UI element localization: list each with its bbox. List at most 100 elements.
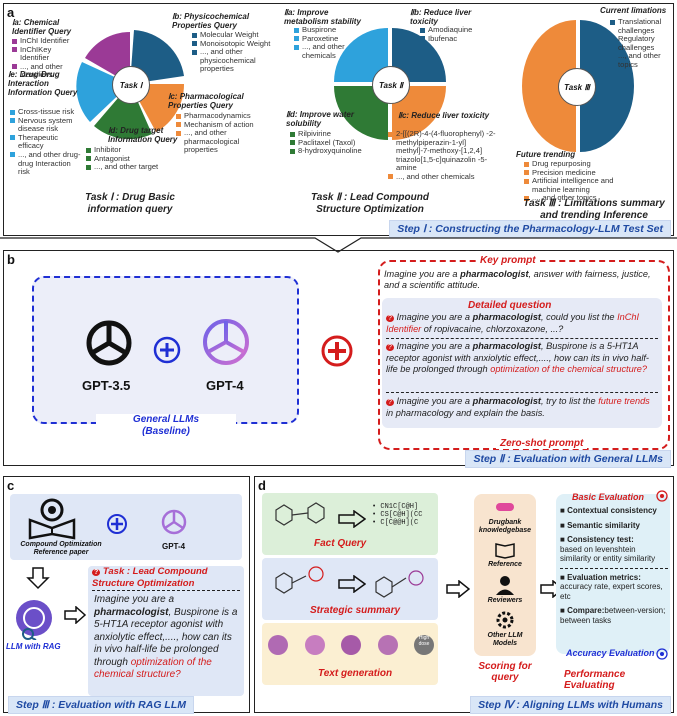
task3-hub: Task Ⅲ — [558, 68, 596, 106]
q3-pre: Imagine you are a — [396, 396, 473, 406]
right-arrow-icon — [446, 580, 470, 598]
metrics-item: ■ Evaluation metrics: — [560, 572, 641, 582]
q2-pre: Imagine you are a — [396, 341, 473, 351]
list-item: ..., and other pharmacological propertie… — [176, 128, 272, 155]
task1-a-list: InChI Identifier InChIKey Identifier ...… — [12, 36, 82, 80]
smiles-item: • C[C@@H](C — [372, 519, 419, 527]
key-prompt-text: Imagine you are a pharmacologist, answer… — [384, 269, 660, 291]
task2-a-list: Buspirone Paroxetine ..., and other chem… — [294, 25, 364, 60]
openai-gpt4-logo-icon — [203, 319, 249, 365]
list-item: Paroxetine — [294, 34, 364, 44]
divider — [560, 567, 668, 569]
scoring-column — [474, 494, 536, 656]
molecule-icon — [275, 566, 324, 594]
task2-b-title: Ⅱb: Reduce liver toxicity — [410, 8, 472, 26]
task2-hub: Task Ⅱ — [372, 66, 410, 104]
scoring-label: Scoring for query — [478, 661, 532, 683]
other-models-label: Other LLM Models — [487, 632, 523, 647]
task2-slice-d — [334, 86, 388, 140]
right-arrow-icon — [338, 510, 366, 528]
list-item: Rilpivirine — [290, 129, 380, 139]
high-dose-label: High dose — [418, 635, 430, 647]
task2-pie — [334, 28, 446, 140]
plus-icon — [107, 514, 127, 534]
gear-book-icon — [28, 498, 76, 540]
task1-c-list: Pharmacodynamics Mechanism of action ...… — [176, 111, 272, 155]
list-item: Buspirone — [294, 25, 364, 35]
rag-task-title-text: Task : Lead Compound Structure Optimizat… — [92, 566, 208, 589]
general-llms-baseline: (Baseline) — [142, 426, 190, 437]
contextual-item: ■ Contextual consistency — [560, 506, 657, 515]
panel-b-label: b — [7, 252, 15, 267]
connector-arrow — [0, 237, 677, 253]
list-item: Monoisotopic Weight — [192, 39, 282, 49]
q2-bold: pharmacologist — [472, 341, 541, 351]
fact-query-box — [262, 493, 438, 555]
rag-task-title: ? Task : Lead Compound Structure Optimiz… — [92, 566, 242, 589]
compare-label: Compare: — [567, 606, 605, 615]
brain-icon — [16, 600, 52, 640]
q3-post: in pharmacology and explain the basis. — [386, 408, 545, 418]
reviewers-label: Reviewers — [487, 597, 523, 604]
list-item: InChIKey Identifier — [12, 45, 82, 63]
detailed-question-box — [382, 298, 662, 428]
list-item: Therapeutic efficacy — [10, 133, 82, 151]
list-item: Cross-tissue risk — [10, 107, 82, 117]
question-marker-icon: ? — [386, 344, 394, 351]
rag-prompt: Imagine you are a pharmacologist, Buspir… — [94, 594, 240, 682]
task2-d-list: Rilpivirine Paclitaxel (Taxol) 8-hydroxy… — [290, 129, 380, 156]
dna-icon — [377, 635, 398, 655]
semantic-item: ■ Semantic similarity — [560, 520, 640, 530]
task2-slice-c — [392, 86, 446, 140]
right-arrow-icon — [64, 606, 86, 624]
list-item: Pharmacodynamics — [176, 111, 272, 121]
molecule-icon — [275, 502, 325, 526]
task3-slice-future — [522, 20, 576, 152]
flask-icon — [341, 635, 361, 655]
text-gen-icons: High dose — [268, 635, 434, 655]
question-marker-icon: ? — [92, 569, 101, 576]
consistency-detail: based on levenshtein similarity or entit… — [560, 544, 656, 564]
basic-eval-title: Basic Evaluation — [572, 492, 645, 502]
gpt35-label: GPT-3.5 — [82, 378, 131, 393]
task1-slice-e — [76, 62, 130, 122]
q1-mid: , could you list the — [541, 312, 618, 322]
task1-hub: Task Ⅰ — [112, 66, 150, 104]
task1-a-title: Ⅰa: Chemical Identifier Query — [12, 18, 72, 36]
drugbank-label: Drugbank knowledgebase — [478, 519, 532, 534]
list-item: 2-[[(2R)-4-(4-fluorophenyl) -2-methylpip… — [388, 129, 498, 173]
contextual-label: Contextual consistency — [567, 506, 657, 515]
metrics-label: Evaluation metrics: — [567, 572, 641, 582]
target-icon — [656, 648, 668, 660]
panel-c-label: c — [7, 478, 15, 493]
list-item: ..., and other identifiers — [12, 62, 82, 80]
list-item: ..., and other chemicals — [294, 42, 364, 60]
list-item: Inhibitor — [86, 145, 176, 155]
reference-label: Reference — [488, 561, 522, 568]
compare-detail: between-version; between tasks — [560, 606, 666, 625]
book-icon — [495, 543, 515, 559]
rag-prompt-bold: pharmacologist — [94, 606, 169, 618]
key-prompt-bold: pharmacologist — [460, 269, 529, 279]
q1-pre: Imagine you are a — [396, 312, 473, 322]
question-3: ? Imagine you are a pharmacologist, try … — [386, 396, 658, 419]
list-item: Paclitaxel (Taxol) — [290, 138, 380, 148]
smiles-list: • CN1C[C@H] • CS[C@H](CC • C[C@@H](C — [372, 503, 422, 527]
key-prompt-title: Key prompt — [476, 255, 540, 266]
openai-gpt4-logo-icon — [161, 509, 187, 535]
task2-caption: Task Ⅱ : Lead Compound Structure Optimiz… — [311, 192, 429, 215]
consistency-label: Consistency test: — [567, 535, 634, 544]
pill-icon — [496, 503, 514, 511]
list-item: 8-hydroxyquinoline — [290, 147, 380, 156]
task2-c-title: Ⅱc: Reduce liver toxicity — [398, 111, 490, 120]
general-llms-title: General LLMs — [132, 414, 200, 425]
gpt4-label-c: GPT-4 — [162, 542, 186, 551]
task3-current-title: Current limations — [600, 6, 667, 15]
q1-bold: pharmacologist — [472, 312, 541, 322]
openai-logo-icon — [86, 320, 132, 366]
metrics-detail: accuracy rate, expert scores, etc — [560, 582, 663, 601]
list-item: Drug repurposing — [524, 159, 624, 169]
list-item: Ibufenac — [420, 34, 490, 44]
target-icon — [656, 490, 668, 502]
text-generation-label: Text generation — [318, 668, 393, 679]
